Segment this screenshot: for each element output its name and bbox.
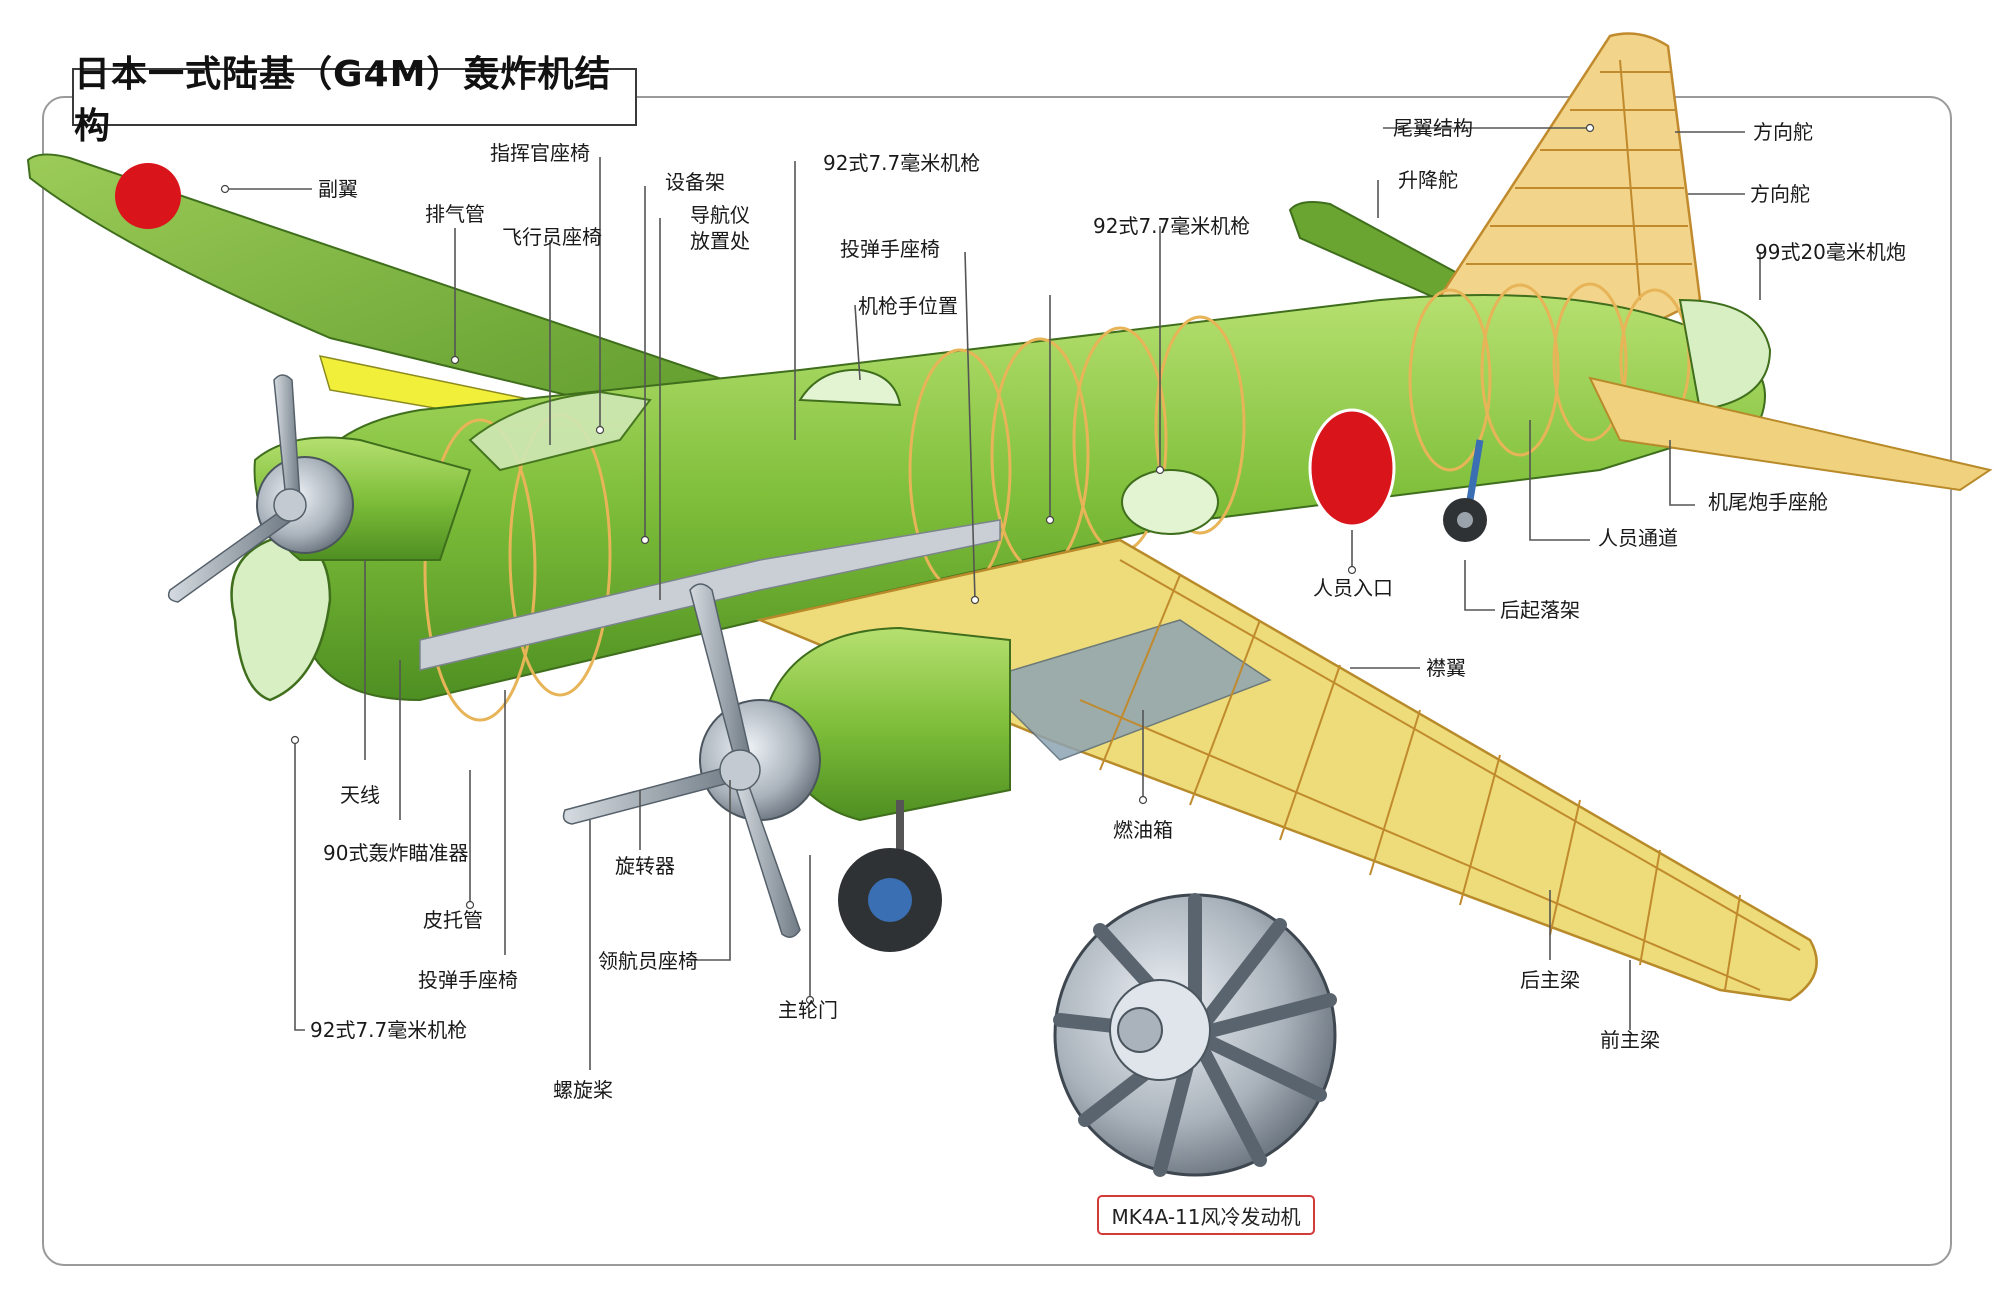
diagram-title-box: 日本一式陆基（G4M）轰炸机结构 bbox=[72, 54, 637, 147]
label-antenna: 天线 bbox=[340, 783, 380, 807]
nose-glazing bbox=[230, 537, 332, 702]
label-tail-structure: 尾翼结构 bbox=[1393, 116, 1473, 140]
label-tail-landing-gear: 后起落架 bbox=[1500, 598, 1580, 622]
label-commander-seat: 指挥官座椅 bbox=[490, 141, 590, 165]
label-rudder-2: 方向舵 bbox=[1750, 182, 1810, 206]
label-pilot-seat: 飞行员座椅 bbox=[502, 225, 602, 249]
label-fuel-tank: 燃油箱 bbox=[1113, 818, 1173, 842]
label-bomb-sight: 90式轰炸瞄准器 bbox=[323, 841, 469, 865]
right-wing bbox=[755, 538, 1818, 1002]
left-wing-roundel bbox=[115, 163, 181, 229]
label-equipment-rack: 设备架 bbox=[665, 170, 725, 194]
label-pitot-tube: 皮托管 bbox=[423, 908, 483, 932]
label-flap: 襟翼 bbox=[1426, 656, 1466, 680]
right-engine bbox=[699, 699, 821, 821]
label-crew-entrance: 人员入口 bbox=[1313, 576, 1393, 600]
wing-ribs bbox=[1079, 559, 1801, 991]
diagram-frame bbox=[42, 96, 1952, 1266]
side-blister bbox=[1121, 469, 1219, 535]
callout-dots bbox=[220, 123, 1595, 1005]
tail-ribs bbox=[1466, 59, 1692, 301]
engine-caption: MK4A-11风冷发动机 bbox=[1097, 1195, 1315, 1235]
fuselage-roundel bbox=[1308, 408, 1396, 528]
label-crew-passage: 人员通道 bbox=[1598, 526, 1678, 550]
label-exhaust-pipe: 排气管 bbox=[425, 202, 485, 226]
label-spinner: 旋转器 bbox=[615, 854, 675, 878]
left-propeller bbox=[167, 374, 307, 603]
label-front-main-spar: 前主梁 bbox=[1600, 1028, 1660, 1052]
main-landing-gear bbox=[838, 800, 942, 952]
label-gunner-position: 机枪手位置 bbox=[858, 294, 958, 318]
label-elevator: 升降舵 bbox=[1398, 168, 1458, 192]
right-tailplane bbox=[1588, 376, 1993, 492]
tail-cone bbox=[1678, 298, 1772, 412]
label-type92-mg-top: 92式7.7毫米机枪 bbox=[823, 151, 981, 175]
left-wing bbox=[26, 153, 762, 434]
right-propeller bbox=[562, 583, 801, 938]
label-propeller: 螺旋桨 bbox=[553, 1078, 613, 1102]
left-elevator bbox=[1288, 201, 1472, 302]
callout-lines bbox=[225, 127, 1761, 1070]
tail-landing-gear bbox=[1443, 439, 1487, 542]
label-rear-main-spar: 后主梁 bbox=[1520, 968, 1580, 992]
label-type99-cannon: 99式20毫米机炮 bbox=[1755, 240, 1906, 264]
label-navigation-instrument: 导航仪 bbox=[690, 203, 750, 227]
vertical-tail bbox=[1427, 32, 1702, 332]
label-type92-mg-bottom: 92式7.7毫米机枪 bbox=[310, 1018, 468, 1042]
label-rudder-1: 方向舵 bbox=[1753, 120, 1813, 144]
right-wing-flap bbox=[978, 619, 1272, 761]
label-storage-place: 放置处 bbox=[690, 229, 750, 253]
label-main-wheel-door: 主轮门 bbox=[778, 998, 838, 1022]
radial-engine-detail bbox=[1053, 893, 1337, 1177]
fuselage-frames bbox=[423, 282, 1691, 722]
diagram-title: 日本一式陆基（G4M）轰炸机结构 bbox=[74, 54, 612, 147]
label-bombardier-seat-top: 投弹手座椅 bbox=[840, 237, 940, 261]
label-type92-mg-mid: 92式7.7毫米机枪 bbox=[1093, 214, 1251, 238]
label-aileron: 副翼 bbox=[318, 177, 358, 201]
label-bombardier-seat-bottom: 投弹手座椅 bbox=[418, 968, 518, 992]
label-navigator-seat: 领航员座椅 bbox=[598, 949, 698, 973]
label-tail-gunner-cockpit: 机尾炮手座舱 bbox=[1708, 490, 1828, 514]
